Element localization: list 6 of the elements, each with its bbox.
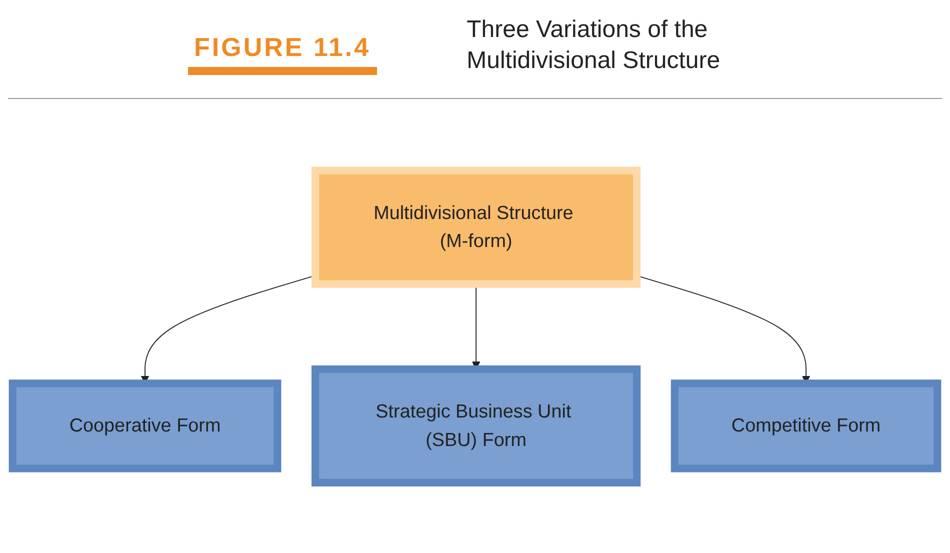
node-box: Cooperative Form <box>8 379 282 472</box>
node-box: Competitive Form <box>670 379 942 472</box>
node-box: Strategic Business Unit (SBU) Form <box>312 365 641 486</box>
title: Three Variations of the Multidivisional Structure <box>466 15 722 76</box>
node-box: Multidivisional Structure (M-form) <box>312 166 641 288</box>
figure-number: FIGURE 11.4 <box>188 32 377 75</box>
